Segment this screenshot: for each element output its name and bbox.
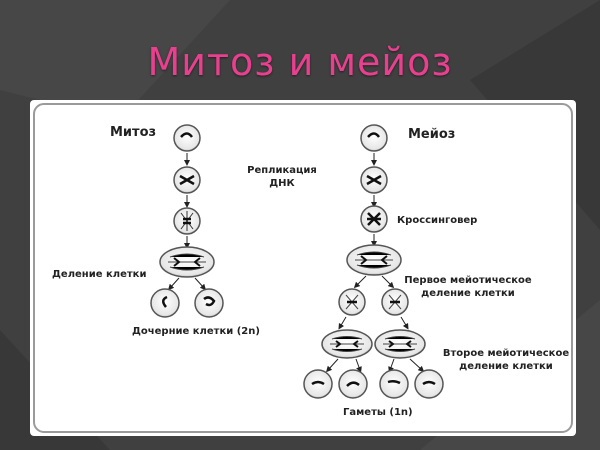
mitosis-daughter-cell-left <box>150 288 180 318</box>
gamete-cell-1 <box>303 369 333 399</box>
first-meiotic-division-label: Первое мейотическое деление клетки <box>404 275 532 299</box>
mitosis-dividing-cell <box>159 246 215 278</box>
meiosis-cell-4a <box>338 288 366 316</box>
second-meiotic-division-label: Второе мейотическое деление клетки <box>442 348 570 372</box>
meiosis-heading: Мейоз <box>408 127 456 142</box>
meiosis-dividing-cell-2a <box>321 329 373 359</box>
mitosis-cell-1 <box>173 124 201 152</box>
diagram-panel: Митоз Мейоз Репликация ДНК Кроссинговер … <box>30 100 576 436</box>
meiosis-arrow-3c <box>388 358 395 373</box>
gametes-label: Гаметы (1n) <box>343 407 413 418</box>
dna-replication-label: Репликация ДНК <box>247 165 317 189</box>
meiosis-arrow-3b <box>355 358 362 373</box>
mitosis-meiosis-diagram <box>33 103 573 433</box>
meiosis-dividing-cell-2b <box>374 329 426 359</box>
mitosis-cell-3 <box>173 207 201 235</box>
slide-title: Митоз и мейоз <box>147 40 453 84</box>
meiosis-dividing-cell-1 <box>346 244 402 276</box>
mitosis-heading: Митоз <box>110 125 157 140</box>
crossing-over-label: Кроссинговер <box>397 215 478 226</box>
daughter-cells-label: Дочерние клетки (2n) <box>132 326 260 337</box>
gamete-cell-3 <box>379 369 409 399</box>
meiosis-arrow-left-1 <box>353 275 367 289</box>
mitosis-arrow-left <box>167 277 180 291</box>
meiosis-cell-3 <box>360 205 388 233</box>
gamete-cell-2 <box>338 369 368 399</box>
meiosis-arrow-right-1 <box>381 275 395 289</box>
meiosis-cell-1 <box>360 124 388 152</box>
mitosis-cell-2 <box>173 166 201 194</box>
meiosis-cell-4b <box>381 288 409 316</box>
meiosis-arrow-2a <box>338 316 347 330</box>
meiosis-arrow-3a <box>325 358 339 373</box>
mitosis-daughter-cell-right <box>194 288 224 318</box>
gamete-cell-4 <box>414 369 444 399</box>
meiosis-cell-2 <box>360 166 388 194</box>
meiosis-arrow-2b <box>400 316 409 330</box>
mitosis-arrow-right <box>194 277 207 291</box>
cell-division-label: Деление клетки <box>52 269 147 280</box>
meiosis-arrow-3d <box>409 358 425 373</box>
